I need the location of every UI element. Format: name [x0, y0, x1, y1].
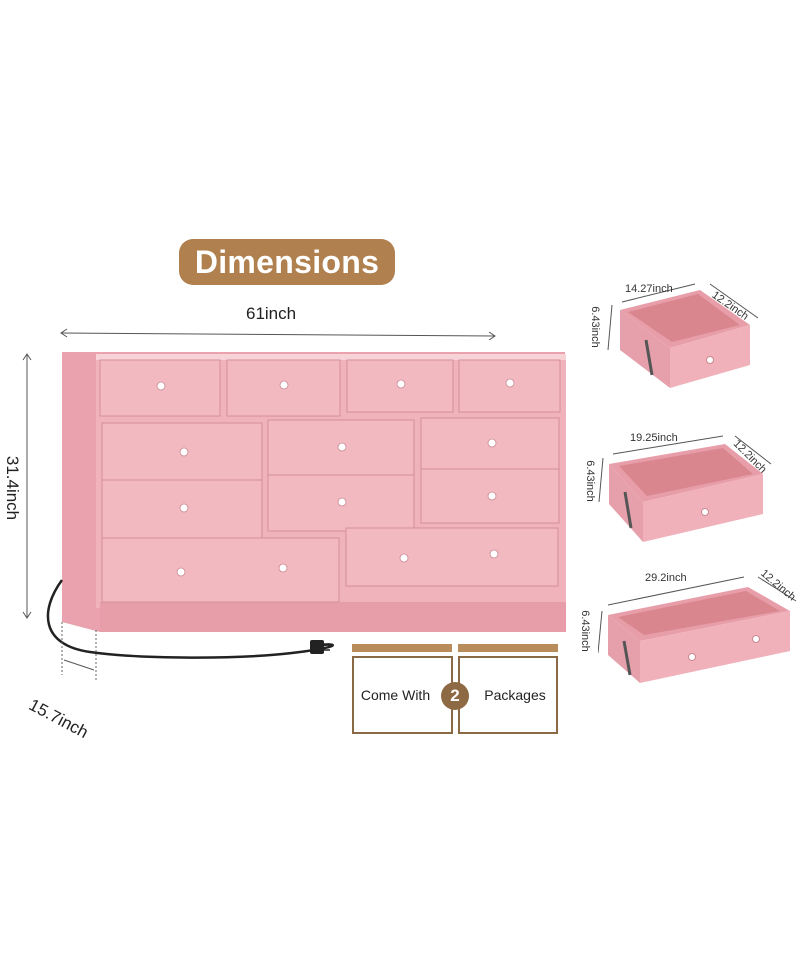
dresser-depth-label: 15.7inch	[25, 695, 92, 743]
dresser-base	[100, 602, 566, 632]
dresser-width-label: 61inch	[246, 304, 297, 323]
package-bar-right	[458, 644, 558, 652]
package-left-text: Come With	[360, 687, 431, 703]
dresser-illustration	[46, 352, 566, 682]
package-box-left: Come With	[352, 656, 453, 734]
drawer-2-height-label: 6.43inch	[584, 460, 596, 502]
drawer-3-width-label: 29.2inch	[645, 572, 687, 584]
drawer-large-illustration	[598, 576, 797, 683]
drawer-front	[101, 537, 340, 603]
package-bar-left	[352, 644, 452, 652]
package-count-badge: 2	[441, 682, 469, 710]
drawer-knobs	[156, 378, 515, 577]
width-arrow	[60, 328, 496, 340]
drawer-1-height-label: 6.43inch	[589, 306, 601, 348]
dresser-top	[96, 354, 566, 360]
drawer-front	[345, 527, 559, 587]
package-right-text: Packages	[484, 687, 546, 703]
drawer-small-illustration	[607, 283, 759, 388]
drawer-3-height-label: 6.43inch	[579, 610, 591, 652]
power-plug	[310, 640, 324, 654]
dimensions-title: Dimensions	[179, 239, 395, 285]
power-cord	[46, 579, 334, 659]
drawer-medium-illustration	[598, 435, 772, 542]
height-arrow	[22, 353, 32, 619]
package-box-right: Packages	[458, 656, 558, 734]
drawer-1-width-label: 14.27inch	[625, 283, 673, 295]
drawer-2-width-label: 19.25inch	[630, 432, 678, 444]
